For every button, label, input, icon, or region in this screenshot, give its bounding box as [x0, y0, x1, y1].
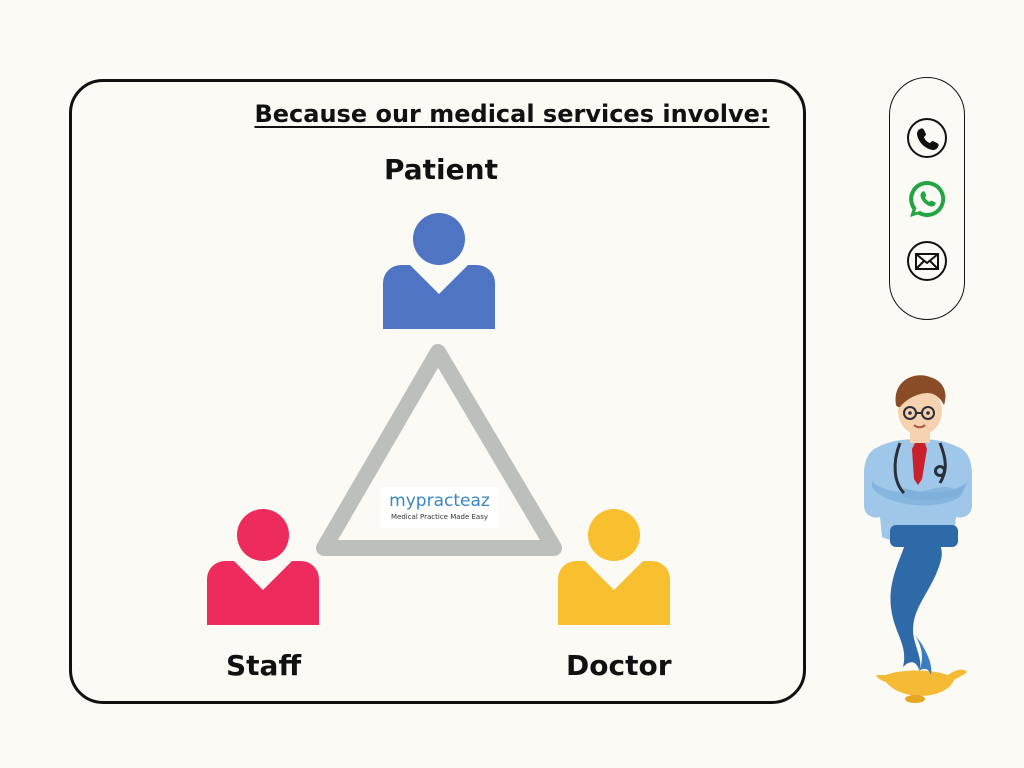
patient-label: Patient: [384, 153, 498, 186]
mypracteaz-logo: mypracteaz Medical Practice Made Easy: [381, 487, 498, 528]
genie-doctor-illustration: [864, 375, 972, 703]
staff-label: Staff: [226, 649, 302, 682]
patient-figure: [383, 213, 495, 329]
staff-head: [237, 509, 289, 561]
logo-tagline: Medical Practice Made Easy: [390, 513, 489, 521]
whatsapp-icon: [909, 180, 946, 217]
patient-head: [413, 213, 465, 265]
doctor-figure: [558, 509, 670, 625]
diagram-panel: [69, 79, 806, 704]
doctor-label: Doctor: [566, 649, 672, 682]
phone-button[interactable]: [906, 117, 948, 159]
whatsapp-button[interactable]: [906, 178, 948, 220]
contact-bar: [889, 77, 965, 320]
doctor-head: [588, 509, 640, 561]
logo-wordmark: mypracteaz: [389, 491, 490, 511]
patient-body: [383, 265, 495, 329]
diagram-heading: Because our medical services involve:: [254, 100, 770, 128]
mail-button[interactable]: [906, 240, 948, 282]
phone-icon: [907, 118, 947, 158]
doctor-body: [558, 561, 670, 625]
staff-figure: [207, 509, 319, 625]
staff-body: [207, 561, 319, 625]
mail-icon: [907, 241, 947, 281]
